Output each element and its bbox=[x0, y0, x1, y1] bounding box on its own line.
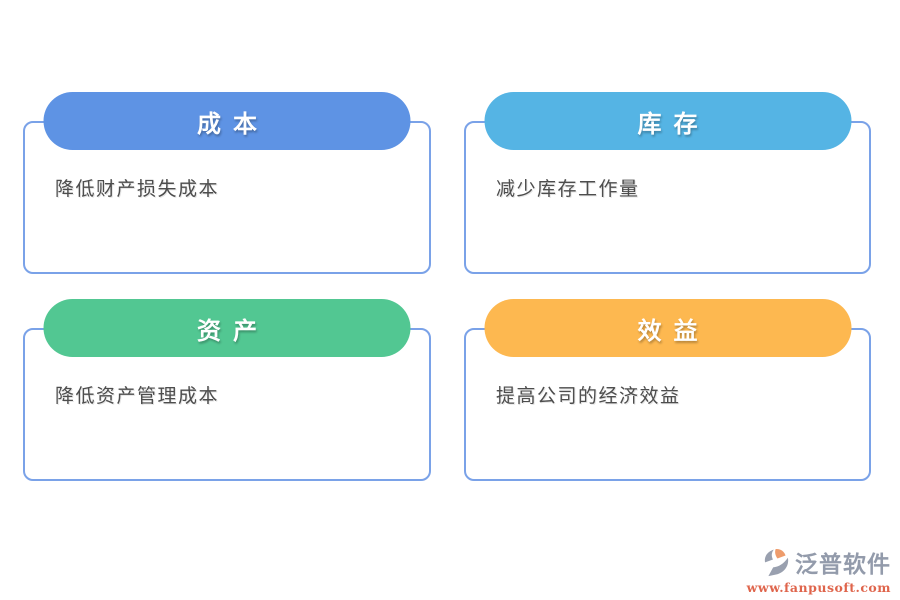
card-asset: 资产 降低资产管理成本 bbox=[23, 299, 431, 481]
card-asset-header-pill: 资产 bbox=[43, 299, 411, 357]
card-inventory-body: 减少库存工作量 bbox=[496, 179, 640, 200]
fanpu-logo-text: 泛普软件 bbox=[795, 551, 891, 577]
card-benefit: 效益 提高公司的经济效益 bbox=[464, 299, 871, 481]
card-benefit-header-pill: 效益 bbox=[484, 299, 851, 357]
card-cost-title: 成本 bbox=[197, 110, 269, 138]
fanpu-logo-icon bbox=[762, 547, 792, 577]
card-inventory-header-pill: 库存 bbox=[484, 92, 851, 150]
card-asset-title: 资产 bbox=[197, 317, 269, 345]
card-cost: 成本 降低财产损失成本 bbox=[23, 92, 431, 274]
benefit-cards-grid: 成本 降低财产损失成本 库存 减少库存工作量 资产 降低资产管理成本 bbox=[23, 92, 871, 481]
card-inventory-title: 库存 bbox=[637, 110, 710, 138]
card-benefit-title: 效益 bbox=[637, 317, 710, 345]
card-cost-body: 降低财产损失成本 bbox=[55, 179, 220, 200]
fanpu-watermark: 泛普软件 www.fanpusoft.com bbox=[747, 545, 891, 595]
card-inventory: 库存 减少库存工作量 bbox=[464, 92, 871, 274]
fanpu-logo-url: www.fanpusoft.com bbox=[746, 580, 891, 595]
card-benefit-body: 提高公司的经济效益 bbox=[496, 386, 681, 407]
card-asset-body: 降低资产管理成本 bbox=[55, 386, 220, 407]
card-cost-header-pill: 成本 bbox=[43, 92, 411, 150]
